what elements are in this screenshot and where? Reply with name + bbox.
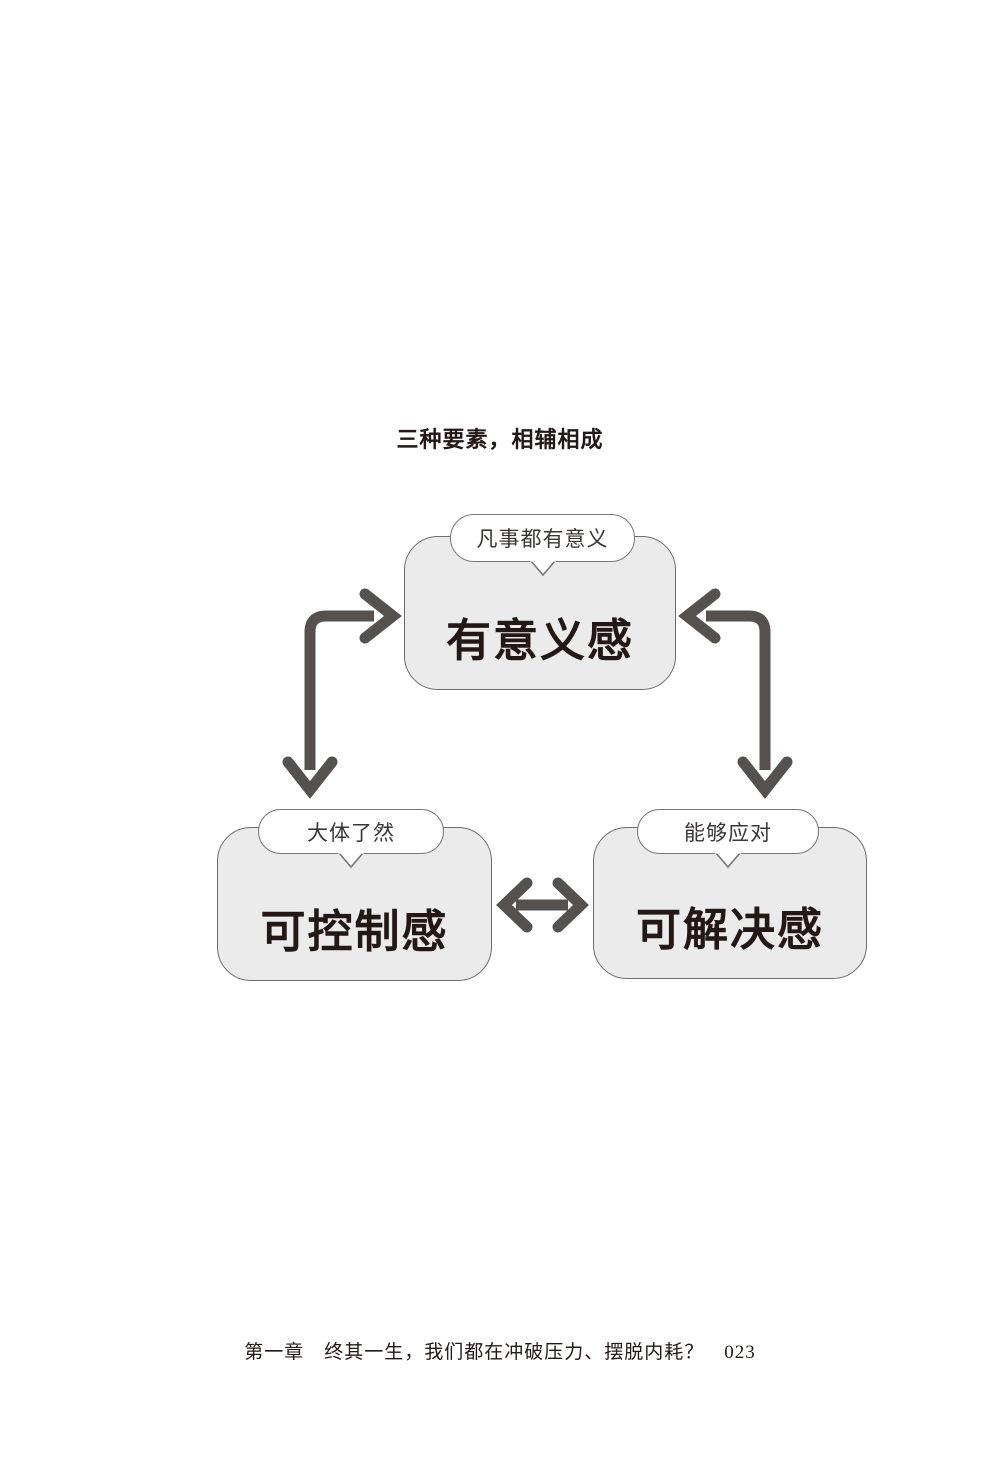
- arrowhead-down-right-elbow: [737, 756, 793, 799]
- bubble-meaning-tail: [529, 559, 556, 576]
- arrowhead-left-top-right-elbow: [678, 588, 721, 644]
- bubble-meaning[interactable]: 凡事都有意义: [450, 514, 635, 576]
- node-solution[interactable]: 可解决感: [593, 827, 867, 979]
- bubble-meaning-text: 凡事都有意义: [476, 527, 609, 551]
- arrowhead-right-bottom-arrow: [552, 877, 589, 933]
- arrowhead-left-bottom-arrow: [496, 877, 533, 933]
- page-footer: 第一章 终其一生，我们都在冲破压力、摆脱内耗？ 023: [244, 1342, 756, 1363]
- arrowhead-right-top-left-elbow: [359, 588, 402, 644]
- bubble-solution-text: 能够应对: [684, 820, 772, 845]
- arrowhead-down-left-elbow: [282, 756, 338, 799]
- bubble-control-tail: [338, 851, 364, 868]
- figure-title: 三种要素，相辅相成: [396, 427, 604, 452]
- node-meaning-label: 有意义感: [445, 615, 634, 666]
- bubble-solution[interactable]: 能够应对: [637, 809, 819, 868]
- connector-right-elbow: [706, 610, 771, 770]
- bubble-control-text: 大体了然: [307, 820, 395, 845]
- connector-left-elbow: [304, 610, 374, 770]
- bubble-solution-tail: [715, 851, 741, 868]
- node-solution-label: 可解决感: [635, 904, 824, 955]
- bubble-control[interactable]: 大体了然: [258, 809, 444, 868]
- node-control-label: 可控制感: [260, 906, 449, 957]
